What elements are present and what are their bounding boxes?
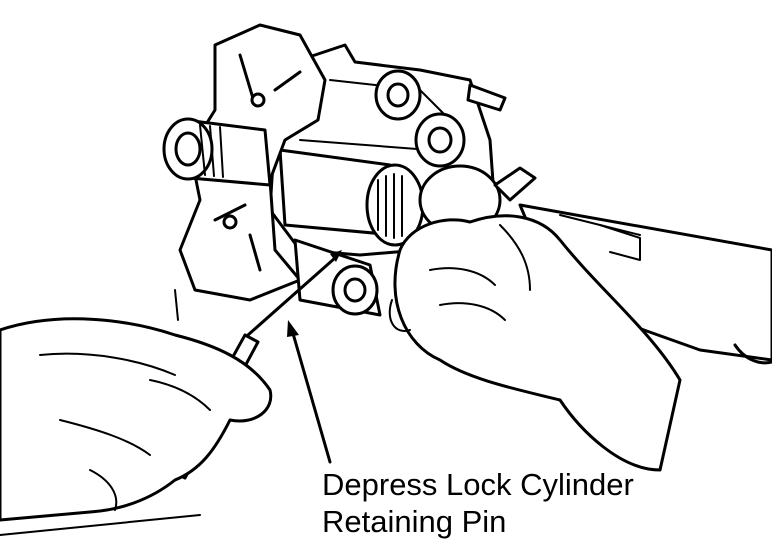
callout-leader [287,320,332,464]
base-line [0,514,201,536]
lock-cylinder [278,148,537,247]
right-hand [388,214,682,472]
splined-shaft [162,117,272,187]
callout-line-1: Depress Lock Cylinder [322,467,634,502]
left-hand [0,317,273,522]
callout-line-2: Retaining Pin [322,504,507,539]
lower-boss [293,238,382,317]
callout-label: Depress Lock Cylinder Retaining Pin [322,466,634,540]
